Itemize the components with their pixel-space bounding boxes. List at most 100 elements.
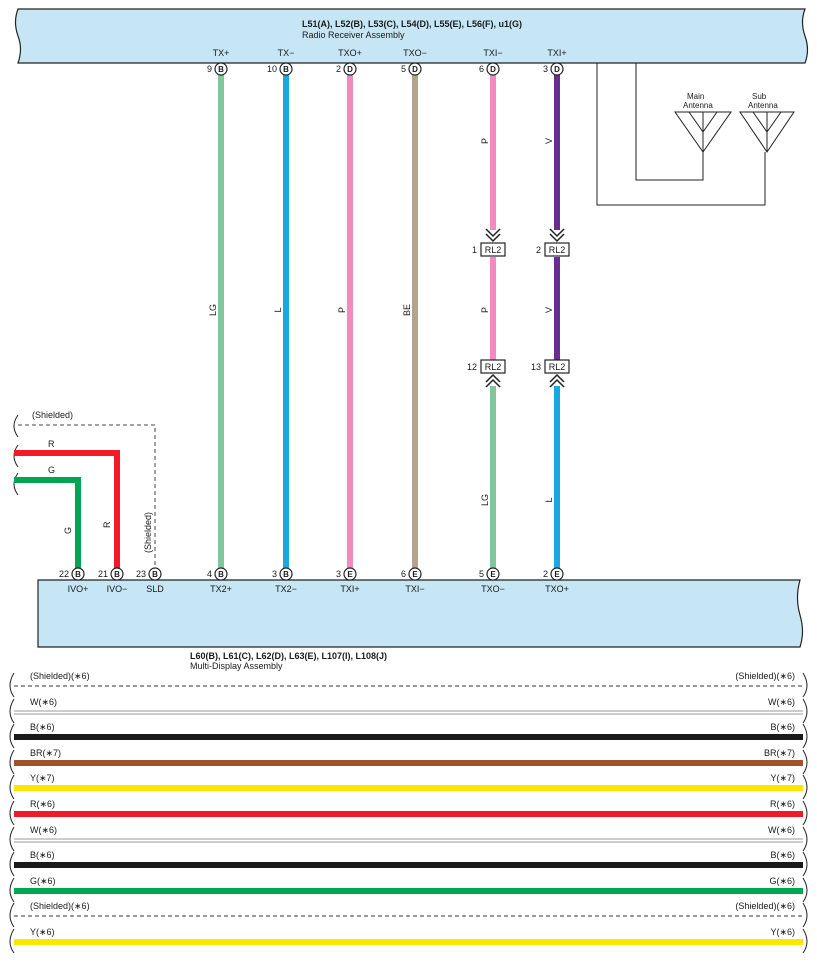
pin-ivo-minus-signal: IVO− [107,584,128,594]
wire-4-conn-bottom-pin: 12 [467,362,477,372]
pin-ivo-minus-conn: B [114,570,120,579]
wire-5-conn-top [544,242,570,257]
harness-row: Y(∗7)Y(∗7) [9,773,808,800]
harness-label-left: R(∗6) [30,799,55,809]
pin-top-4-circle [486,62,500,76]
pin-top-2-conn: D [347,65,353,74]
harness-break-right [802,723,808,749]
wire-5-conn-bottom-pin: 13 [531,362,541,372]
pin-bottom-1-conn: B [283,570,289,579]
wire-5-chevron-top [549,228,565,243]
wire-ivo-minus-code-h: R [48,439,55,449]
harness-break-right [802,749,808,775]
pin-top-4-conn: D [490,65,496,74]
harness-break-left [9,826,15,852]
harness-break-right [802,800,808,826]
pin-bottom-5-circle [550,567,564,581]
radio-receiver-box [14,8,809,64]
pin-ivo-minus-circle [110,567,124,581]
harness-label-right: R(∗6) [770,799,795,809]
main-antenna-label-1: Main [687,92,704,101]
wire-4-code-upper: P [480,138,490,144]
pin-ivo-plus-circle [71,567,85,581]
harness-label-right: B(∗6) [770,722,795,732]
pin-top-0-circle [214,62,228,76]
pin-sld-conn: B [152,570,158,579]
wire-4-conn-top [480,242,506,257]
harness-break-left [9,749,15,775]
harness-break-left [9,851,15,877]
harness-row: Y(∗6) Y(∗6) [9,927,808,954]
pin-top-2-signal: TXO+ [338,48,362,58]
connector-pins: B9TX+B4TX2+B10TX−B3TX2−D2TXO+E3TXI+D5TXO… [59,48,569,594]
wire-5-conn-bottom [544,359,570,374]
harness-row: G(∗6)G(∗6) [9,876,808,903]
pin-bottom-3-signal: TXI− [405,584,424,594]
harness-label-left: Y(∗6) [30,927,55,937]
wire-5-code-upper: V [544,138,554,144]
pin-bottom-5-num: 2 [543,569,548,579]
pin-top-1-signal: TX− [278,48,295,58]
sub-antenna-label-2: Antenna [748,101,778,110]
harness-label-right: B(∗6) [770,850,795,860]
pin-top-3-conn: D [412,65,418,74]
harness-label-left: BR(∗7) [30,748,61,758]
pin-bottom-3-num: 6 [401,569,406,579]
wire-4-conn-top-name: RL2 [485,245,502,255]
pin-bottom-0-num: 4 [207,569,212,579]
harness-break-left [9,774,15,800]
harness-label-right: Y(∗7) [770,773,795,783]
harness-break-right [802,902,808,928]
harness-row: B(∗6)B(∗6) [9,722,808,749]
pin-bottom-2-circle [343,567,357,581]
left-shield-label: (Shielded) [32,410,73,420]
sld-shield-label: (Shielded) [143,512,153,553]
harness-rows: (Shielded)(∗6)(Shielded)(∗6)W(∗6)W(∗6)B(… [9,671,808,954]
pin-top-2-circle [343,62,357,76]
pin-top-5-num: 3 [543,64,548,74]
pin-top-5-signal: TXI+ [547,48,566,58]
harness-break-left [9,723,15,749]
harness-label-left: W(∗6) [30,697,57,707]
wire-4-conn-bottom-name: RL2 [485,362,502,372]
pin-bottom-1-signal: TX2− [275,584,297,594]
top-assembly-connectors: L51(A), L52(B), L53(C), L54(D), L55(E), … [302,19,522,29]
left-shield [13,414,156,570]
pin-top-1-num: 10 [267,64,277,74]
harness-label-right: Y(∗6) [770,927,795,937]
pin-ivo-plus-num: 22 [59,569,69,579]
pin-top-5-circle [550,62,564,76]
harness-break-right [802,877,808,903]
harness-label-left: (Shielded)(∗6) [30,901,90,911]
wire-4-code-mid: P [480,307,490,313]
harness-break-right [802,851,808,877]
top-assembly-name: Radio Receiver Assembly [302,30,405,40]
pin-sld-num: 23 [136,569,146,579]
harness-row: W(∗6)W(∗6) [9,697,808,724]
harness-label-right: W(∗6) [768,825,795,835]
pin-bottom-2-signal: TXI+ [340,584,359,594]
harness-row: R(∗6) R(∗6) [9,799,808,826]
wire-ivo-plus-code-h: G [48,465,55,475]
multi-display-box [37,579,804,648]
wire-5-conn-top-pin: 2 [536,245,541,255]
wire-ivo-minus [14,450,120,570]
harness-break-right [802,672,808,698]
pin-bottom-3-circle [408,567,422,581]
wire-1-code: L [273,307,283,312]
sub-antenna-label-1: Sub [752,92,767,101]
harness-break-left [9,672,15,698]
wire-4-chevron-top [485,228,501,243]
pin-bottom-2-num: 3 [336,569,341,579]
